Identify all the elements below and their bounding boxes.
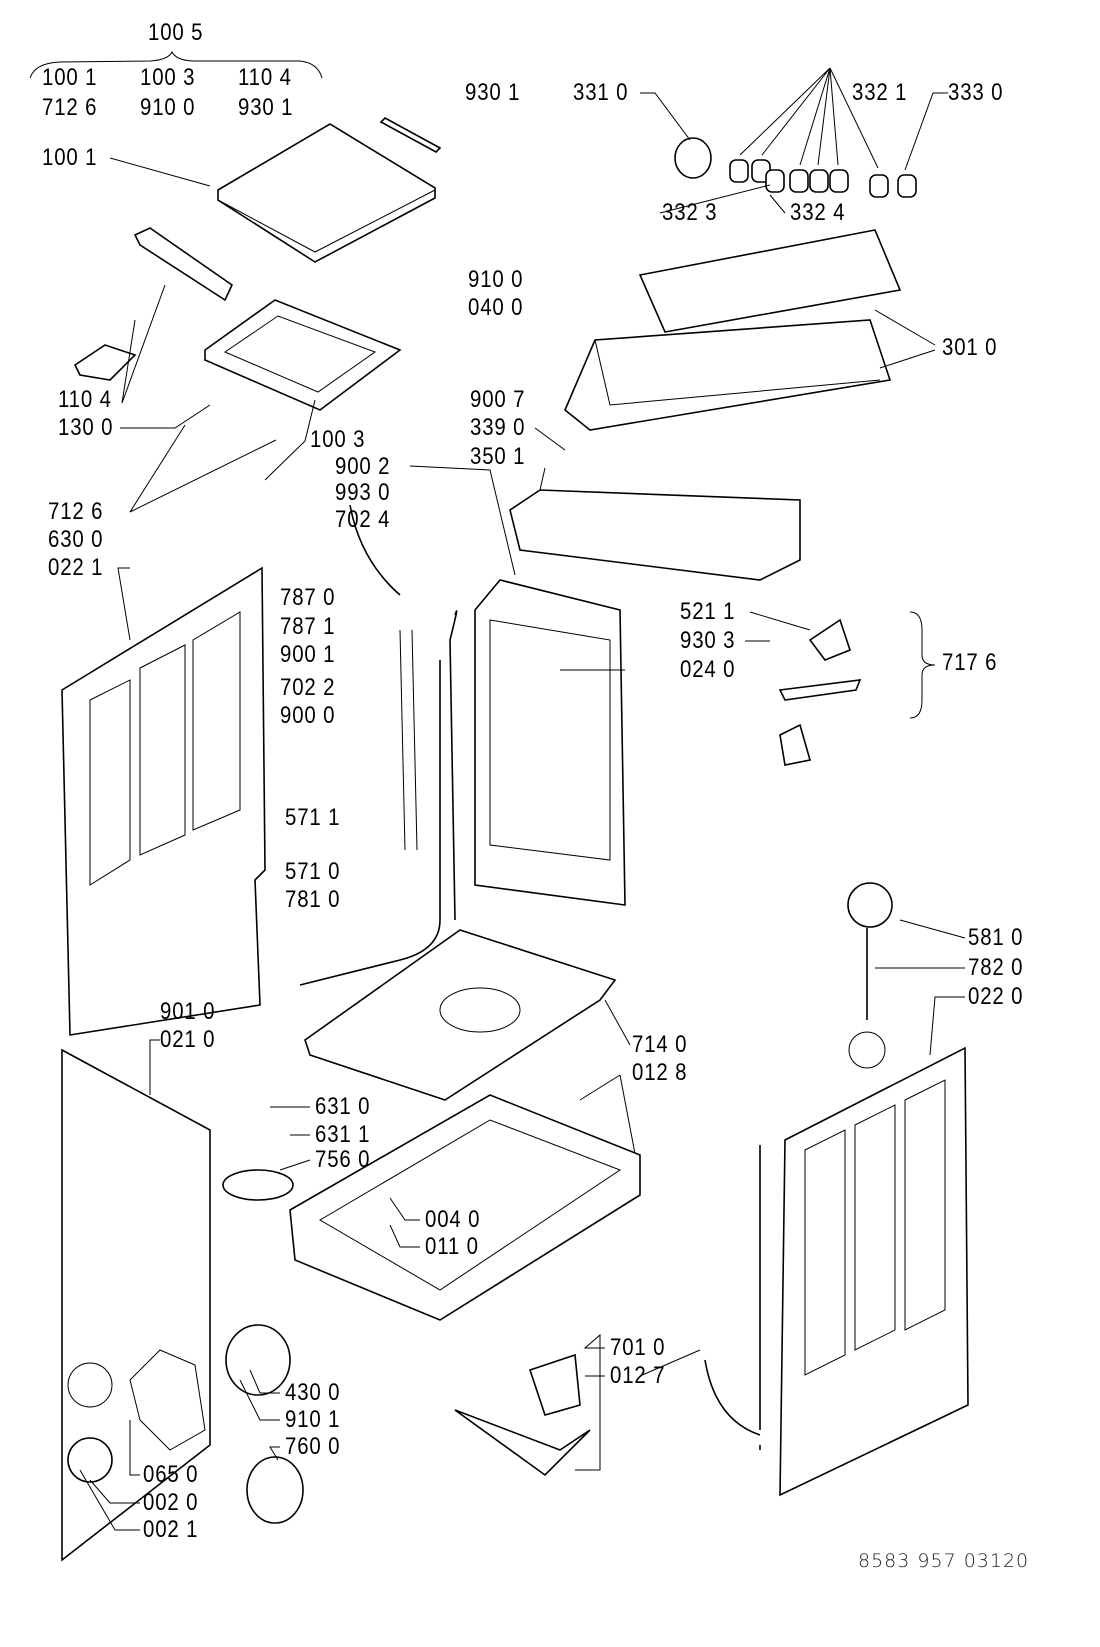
- rear-panel: [474, 579, 626, 906]
- part-label: 332 4: [790, 199, 846, 226]
- electronic-board-part: [509, 489, 801, 581]
- part-label: 900 7: [470, 386, 526, 413]
- part-label: 332 1: [852, 79, 908, 106]
- kit-item: 930 1: [238, 94, 294, 121]
- part-label: 900 2: [335, 453, 391, 480]
- part-label: 631 1: [315, 1121, 371, 1148]
- control-panel-part: [564, 319, 892, 431]
- kit-brace: [29, 50, 323, 79]
- part-label: 022 0: [968, 983, 1024, 1010]
- part-label: 571 0: [285, 858, 341, 885]
- part-label: 787 0: [280, 584, 336, 611]
- part-label: 930 3: [680, 627, 736, 654]
- part-label: 024 0: [680, 656, 736, 683]
- part-label: 521 1: [680, 598, 736, 625]
- part-label: 930 1: [465, 79, 521, 106]
- part-label: 702 4: [335, 506, 391, 533]
- part-label: 301 0: [942, 334, 998, 361]
- hoses-part: [299, 504, 458, 986]
- kit-item: 100 1: [42, 64, 98, 91]
- part-label: 993 0: [335, 479, 391, 506]
- part-label: 756 0: [315, 1146, 371, 1173]
- part-label: 333 0: [948, 79, 1004, 106]
- part-label: 901 0: [160, 998, 216, 1025]
- top-frame-part: [73, 227, 402, 411]
- part-label: 022 1: [48, 554, 104, 581]
- part-label: 110 4: [58, 386, 112, 413]
- part-label: 571 1: [285, 804, 341, 831]
- part-label: 760 0: [285, 1433, 341, 1460]
- part-label: 012 8: [632, 1059, 688, 1086]
- part-label: 631 0: [315, 1093, 371, 1120]
- drain-pump-part: [222, 1169, 304, 1524]
- kit-item: 100 3: [140, 64, 196, 91]
- side-panel-left: [61, 566, 266, 1036]
- part-label: 714 0: [632, 1031, 688, 1058]
- part-label: 781 0: [285, 886, 341, 913]
- part-label: 900 1: [280, 641, 336, 668]
- kit-label: 100 5: [148, 19, 204, 46]
- part-label: 712 6: [48, 498, 104, 525]
- part-label: 701 0: [610, 1334, 666, 1361]
- base-tray-part: [304, 929, 617, 1101]
- part-label: 910 1: [285, 1406, 341, 1433]
- kit-item: 110 4: [238, 64, 292, 91]
- part-label: 004 0: [425, 1206, 481, 1233]
- pulley-part: [847, 882, 893, 928]
- part-label: 100 1: [42, 144, 98, 171]
- part-label: 012 7: [610, 1362, 666, 1389]
- suspension-part: [454, 1353, 591, 1477]
- brace-717: [909, 611, 936, 719]
- part-label: 065 0: [143, 1461, 199, 1488]
- drawing-number: 8583 957 03120: [858, 1550, 1030, 1572]
- panel-overlay-part: [638, 229, 902, 333]
- front-panel: [61, 1048, 211, 1562]
- part-label: 331 0: [573, 79, 629, 106]
- part-label: 011 0: [425, 1233, 479, 1260]
- part-label: 900 0: [280, 702, 336, 729]
- kit-item: 712 6: [42, 94, 98, 121]
- part-label: 002 1: [143, 1516, 199, 1543]
- part-label: 630 0: [48, 526, 104, 553]
- part-label: 581 0: [968, 924, 1024, 951]
- chassis-frame-part: [289, 1094, 641, 1321]
- part-label: 717 6: [942, 649, 998, 676]
- part-label: 021 0: [160, 1026, 216, 1053]
- kit-item: 910 0: [140, 94, 196, 121]
- part-label: 910 0: [468, 266, 524, 293]
- part-label: 782 0: [968, 954, 1024, 981]
- part-label: 002 0: [143, 1489, 199, 1516]
- lid-part: [217, 117, 442, 263]
- part-label: 787 1: [280, 613, 336, 640]
- part-label: 040 0: [468, 294, 524, 321]
- part-label: 430 0: [285, 1379, 341, 1406]
- part-label: 702 2: [280, 674, 336, 701]
- part-label: 332 3: [662, 199, 718, 226]
- knob-and-buttons: [640, 67, 948, 214]
- part-label: 339 0: [470, 414, 526, 441]
- part-label: 350 1: [470, 443, 526, 470]
- part-label: 100 3: [310, 426, 366, 453]
- side-panel-right: [759, 1046, 969, 1497]
- part-label: 130 0: [58, 414, 114, 441]
